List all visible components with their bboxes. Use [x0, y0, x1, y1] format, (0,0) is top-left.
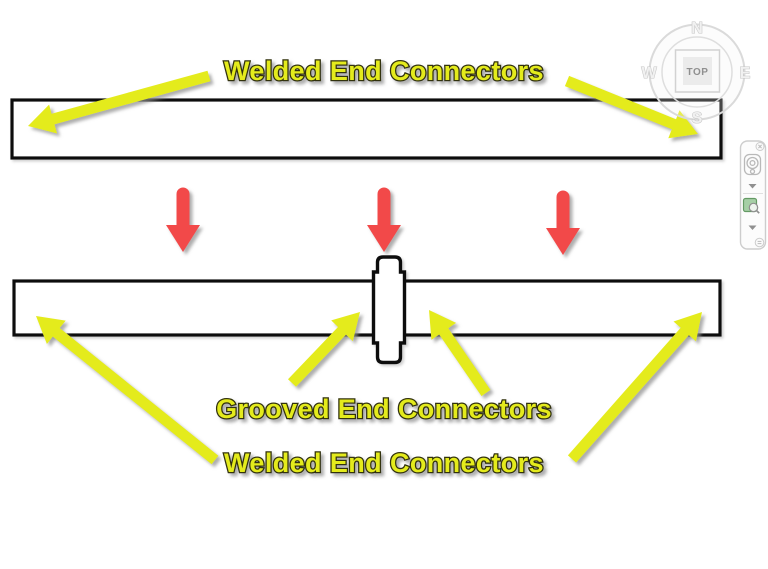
- red-down-arrow: [367, 187, 401, 252]
- viewcube-north[interactable]: N: [691, 19, 704, 37]
- grooved-right-arrow: [429, 310, 491, 397]
- grooved-coupling: [371, 255, 407, 365]
- viewcube-inner-ring: [661, 36, 733, 108]
- chevron-down-icon[interactable]: [748, 184, 757, 189]
- red-down-arrow: [166, 187, 200, 252]
- top-pipe: [10, 98, 723, 160]
- steering-wheel-icon[interactable]: [743, 153, 762, 176]
- viewcube-top-face[interactable]: TOP: [674, 49, 721, 93]
- pipe-drawing: [10, 98, 723, 365]
- red-down-arrow: [546, 190, 580, 255]
- red-transition-arrows: [166, 187, 580, 255]
- customize-icon[interactable]: [754, 237, 765, 248]
- viewcube[interactable]: N W E S TOP: [641, 19, 751, 127]
- yellow-callout-arrows: [28, 70, 702, 465]
- bottom-pipe: [12, 279, 722, 337]
- label-welded-end-connectors-top: Welded End Connectors: [224, 56, 544, 86]
- navigation-bar[interactable]: [739, 140, 767, 250]
- bottom-welded-left-arrow: [36, 316, 219, 465]
- chevron-down-icon[interactable]: [748, 225, 757, 231]
- close-icon[interactable]: [755, 142, 765, 151]
- top-welded-right-arrow: [564, 75, 698, 139]
- label-welded-end-connectors-bottom: Welded End Connectors: [224, 448, 544, 478]
- viewcube-east[interactable]: E: [739, 64, 751, 82]
- zoom-window-icon[interactable]: [742, 197, 760, 214]
- label-grooved-end-connectors: Grooved End Connectors: [216, 394, 552, 424]
- bottom-welded-right-arrow: [567, 312, 702, 463]
- viewcube-top-face-label: TOP: [687, 67, 709, 78]
- grooved-left-arrow: [288, 312, 360, 387]
- top-welded-left-arrow: [28, 70, 211, 134]
- viewcube-south[interactable]: S: [691, 109, 703, 127]
- navigation-bar-panel: [739, 140, 767, 250]
- viewcube-west[interactable]: W: [641, 64, 658, 82]
